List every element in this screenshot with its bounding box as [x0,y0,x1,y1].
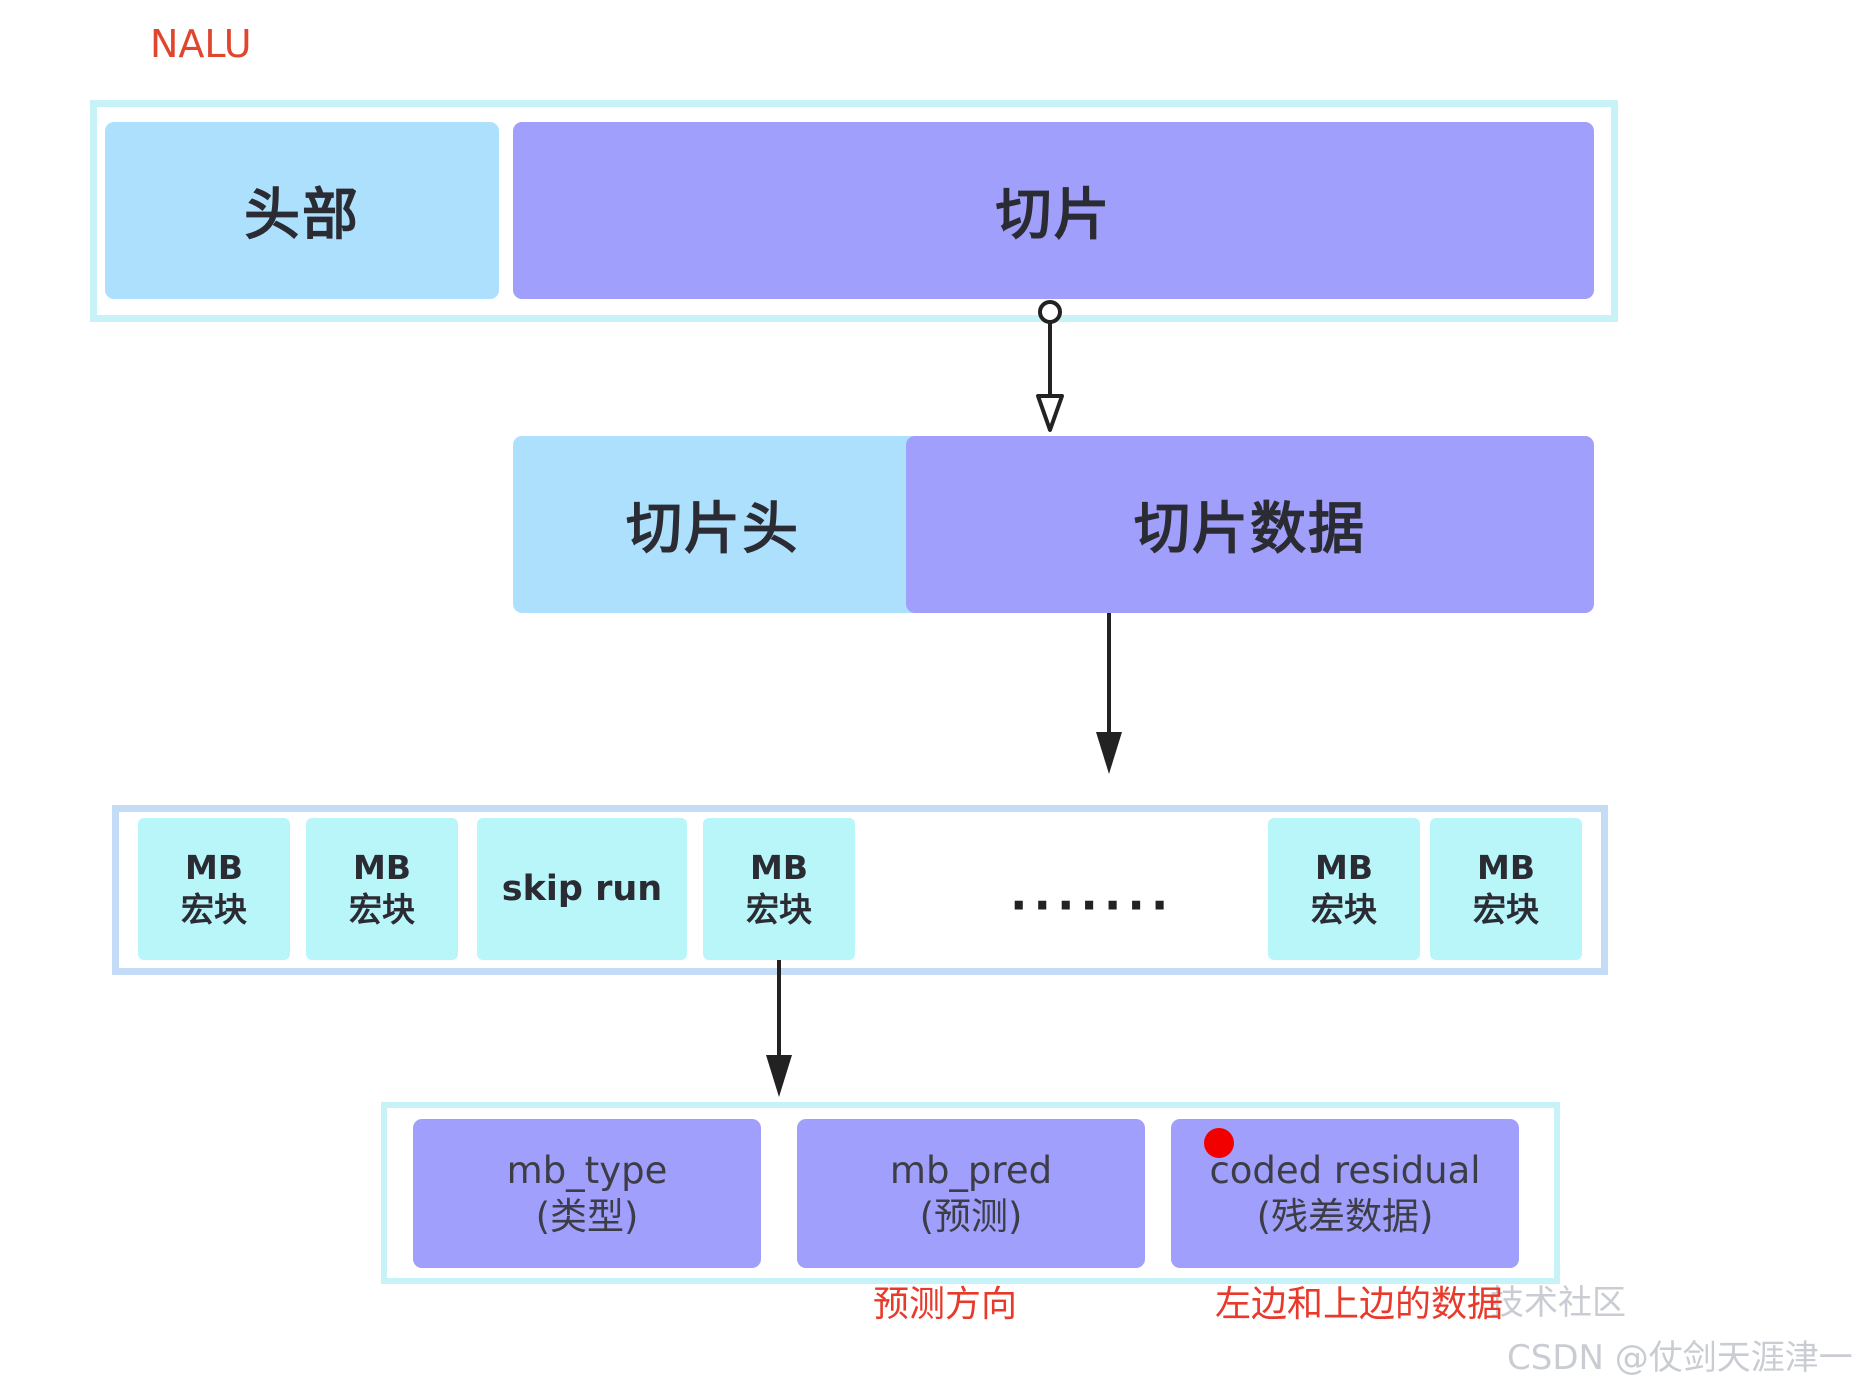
coded-residual-label: coded residual [1209,1148,1481,1192]
mb-label: MB [185,848,243,887]
ellipsis: ······· [1010,878,1175,932]
mb-sub-label: 宏块 [1473,890,1539,929]
mb-type-block: mb_type (类型) [413,1119,761,1268]
red-marker [1204,1128,1234,1158]
mb-type-label: mb_type [506,1148,668,1192]
slice-header-label: 切片头 [626,497,800,562]
slice-data-block: 切片数据 [906,436,1594,613]
annotation-left-top-data: 左边和上边的数据 [1215,1284,1504,1325]
nalu-header-label: 头部 [244,183,360,248]
macroblock-5: MB 宏块 [1430,818,1582,960]
slice-data-arrowhead [1096,732,1122,774]
nalu-title: NALU [150,22,252,66]
macroblock-3: MB 宏块 [703,818,855,960]
coded-residual-note: (残差数据) [1256,1194,1434,1238]
watermark-community: 技术社区 [1490,1283,1626,1323]
connector-origin-circle [1038,300,1062,324]
mb-pred-block: mb_pred (预测) [797,1119,1145,1268]
slice-block: 切片 [513,122,1594,299]
macroblock-arrowhead [766,1055,792,1097]
connector-slice-arrowhead [1036,394,1064,432]
mb-sub-label: 宏块 [181,890,247,929]
mb-label: MB [1315,848,1373,887]
mb-pred-label: mb_pred [889,1148,1053,1192]
mb-label: MB [1477,848,1535,887]
slice-header-block: 切片头 [513,436,913,613]
macroblock-4: MB 宏块 [1268,818,1420,960]
mb-label: MB [353,848,411,887]
mb-sub-label: 宏块 [349,890,415,929]
macroblock-2: MB 宏块 [306,818,458,960]
macroblock-1: MB 宏块 [138,818,290,960]
annotation-pred-direction: 预测方向 [873,1284,1018,1325]
skip-run-label: skip run [501,869,663,909]
mb-label: MB [750,848,808,887]
mb-sub-label: 宏块 [746,890,812,929]
mb-sub-label: 宏块 [1311,890,1377,929]
slice-data-label: 切片数据 [1134,497,1366,562]
skip-run-block: skip run [477,818,687,960]
slice-label: 切片 [995,183,1112,248]
mb-pred-note: (预测) [919,1194,1023,1238]
nalu-header-block: 头部 [105,122,499,299]
watermark-csdn: CSDN @仗剑天涯津一 [1507,1338,1853,1378]
mb-type-note: (类型) [535,1194,639,1238]
